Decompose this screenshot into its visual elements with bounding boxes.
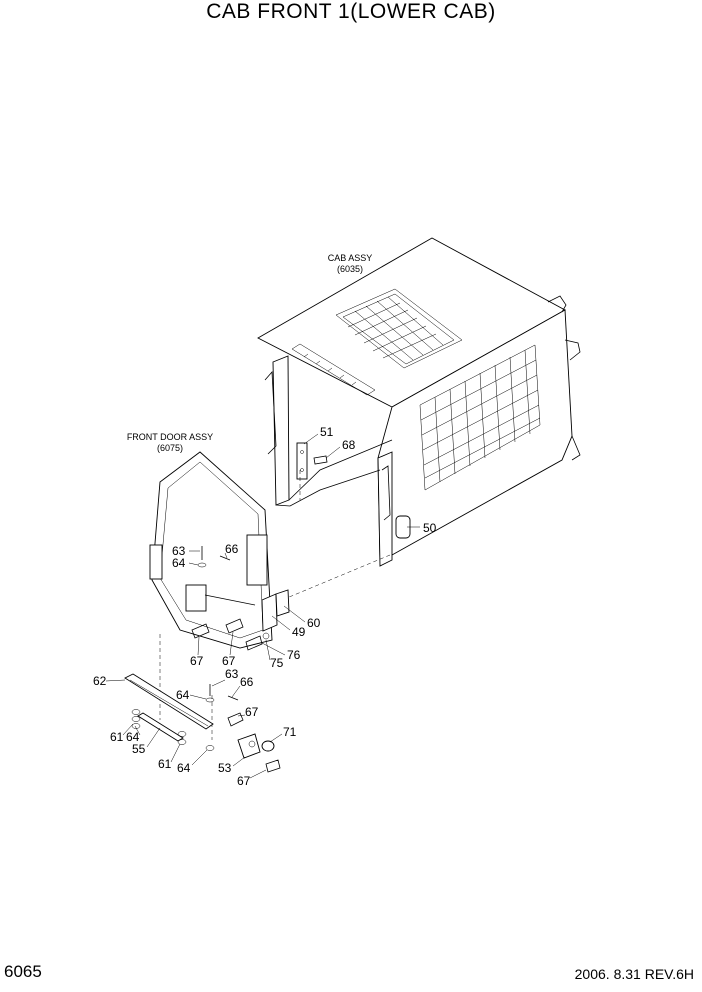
callout-66-lower: 66 [240, 675, 254, 689]
callout-60: 60 [307, 616, 321, 630]
callout-66: 66 [225, 542, 239, 556]
callout-71: 71 [283, 725, 297, 739]
callout-63: 63 [172, 544, 186, 558]
callout-75: 75 [270, 656, 284, 670]
assembly-ref-front-door: (6075) [157, 443, 183, 453]
assembly-label-front-door: FRONT DOOR ASSY [127, 432, 213, 442]
callout-61-left: 61 [110, 730, 124, 744]
callout-68: 68 [342, 438, 356, 452]
callout-50: 50 [423, 521, 437, 535]
page-title: CAB FRONT 1(LOWER CAB) [206, 0, 496, 23]
callout-64: 64 [172, 556, 186, 570]
assembly-ref-cab: (6035) [337, 264, 363, 274]
callout-67-lower-bottom: 67 [237, 774, 251, 788]
lower-linkage-parts [124, 673, 281, 773]
callout-leaders [105, 433, 420, 779]
callout-63-lower: 63 [225, 667, 239, 681]
page-number: 6065 [4, 962, 42, 981]
callout-67-door-right: 67 [222, 654, 236, 668]
callout-49: 49 [292, 625, 306, 639]
callout-64-bottom: 64 [177, 761, 191, 775]
callout-62: 62 [93, 674, 107, 688]
callout-55: 55 [132, 742, 146, 756]
front-door-assembly [149, 451, 290, 740]
cab-assembly [257, 237, 581, 606]
callout-67-lower-upper: 67 [245, 705, 259, 719]
callout-64-lower: 64 [176, 688, 190, 702]
callout-51: 51 [320, 425, 334, 439]
revision-date: 2006. 8.31 REV.6H [574, 966, 694, 982]
callout-76: 76 [287, 648, 301, 662]
callout-53: 53 [218, 761, 232, 775]
callout-61-bottom: 61 [158, 757, 172, 771]
callout-67-door-left: 67 [190, 654, 204, 668]
callout-64-left: 64 [126, 730, 140, 744]
assembly-label-cab: CAB ASSY [328, 253, 373, 263]
